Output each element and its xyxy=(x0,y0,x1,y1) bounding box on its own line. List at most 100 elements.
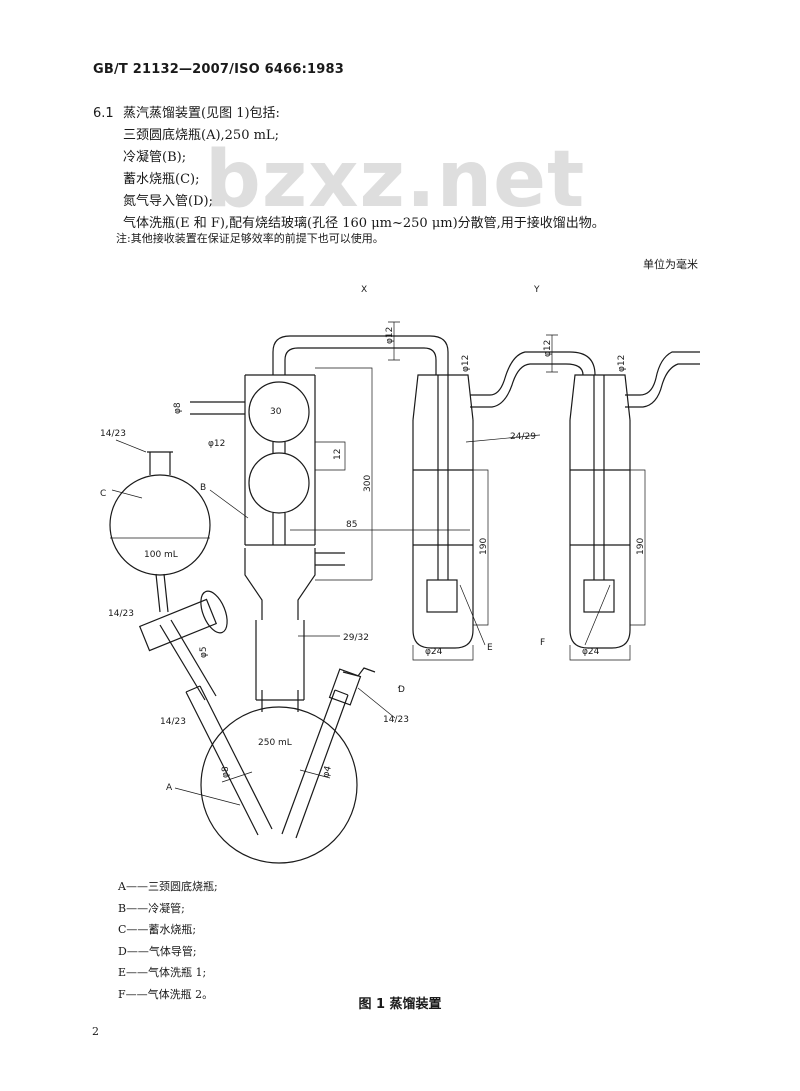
exit-tube xyxy=(625,351,700,408)
flask-left-neck xyxy=(185,685,273,836)
dim-d12-side: φ12 xyxy=(208,439,225,449)
connector-tube-inner xyxy=(470,363,584,408)
dim-190-e: 190 xyxy=(479,538,489,555)
right-joint xyxy=(328,668,362,706)
section-item: 三颈圆底烧瓶(A),250 mL; xyxy=(123,128,279,143)
dim-d12-d: φ12 xyxy=(617,355,627,372)
volume-100: 100 mL xyxy=(144,550,178,560)
dim-d24-e: φ24 xyxy=(425,647,443,657)
dim-12-gap: 12 xyxy=(333,449,343,460)
dim-30: 30 xyxy=(270,407,282,417)
dim-12-c-line xyxy=(546,334,558,373)
dim-300: 300 xyxy=(363,475,373,492)
figure-caption: 图 1 蒸馏装置 xyxy=(358,997,442,1012)
dim-d12-a: φ12 xyxy=(385,327,395,344)
leaders-left xyxy=(111,439,249,519)
sintered-disc-f xyxy=(583,579,615,613)
joint-29-32: 29/32 xyxy=(343,633,369,643)
stopcock xyxy=(138,598,218,652)
legend-item: F——气体洗瓶 2。 xyxy=(118,987,214,1001)
volume-250: 250 mL xyxy=(258,738,292,748)
reservoir-stem xyxy=(155,573,169,613)
joint-14-23-stop: 14/23 xyxy=(108,609,134,619)
dim-190-f-line xyxy=(630,469,646,626)
section-item: 冷凝管(B); xyxy=(123,150,187,165)
sintered-disc-e xyxy=(426,579,458,613)
legend-item: B——冷凝管; xyxy=(118,901,185,915)
leaders-bottom xyxy=(174,685,401,806)
dim-d4: φ4 xyxy=(321,765,334,779)
label-e: E xyxy=(487,643,493,653)
condenser-jacket-b xyxy=(244,374,316,546)
reservoir-neck xyxy=(147,451,173,475)
dimension-lines xyxy=(111,321,646,806)
condenser-bulb-upper xyxy=(248,381,310,443)
section-6-1: 6.1 蒸汽蒸馏装置(见图 1)包括: 三颈圆底烧瓶(A),250 mL; 冷凝… xyxy=(93,103,733,235)
dim-12-line xyxy=(315,441,346,471)
note: 注:其他接收装置在保证足够效率的前提下也可以使用。 xyxy=(116,232,384,245)
stopcock-handle xyxy=(200,590,228,634)
dispersion-tube-e xyxy=(437,375,449,580)
label-d: D xyxy=(398,685,405,695)
dim-190-f: 190 xyxy=(636,538,646,555)
section-number: 6.1 xyxy=(93,106,114,121)
label-b: B xyxy=(200,483,206,493)
legend-item: D——气体导管; xyxy=(118,944,197,958)
flask-right-neck xyxy=(281,689,349,839)
figure-legend: A——三颈圆底烧瓶; B——冷凝管; C——蓄水烧瓶; D——气体导管; E——… xyxy=(118,876,218,1005)
joint-14-23-right: 14/23 xyxy=(383,715,409,725)
wash-bottle-e-bands xyxy=(413,469,473,546)
dim-300-line xyxy=(315,367,373,581)
dim-24-f-line xyxy=(569,645,631,661)
label-a: A xyxy=(166,783,173,793)
unit-note: 单位为毫米 xyxy=(643,258,698,271)
section-item: 氮气导入管(D); xyxy=(123,194,213,209)
flask-center-neck xyxy=(261,690,299,712)
leaders-misc xyxy=(221,635,340,783)
dim-24-e-line xyxy=(412,645,474,661)
dim-d24-f: φ24 xyxy=(582,647,600,657)
wash-bottle-f-joint xyxy=(569,374,631,421)
wash-bottle-f-bands xyxy=(570,469,630,546)
dim-85: 85 xyxy=(346,520,357,530)
view-y-label: Y xyxy=(533,285,540,295)
dim-d8-top: φ8 xyxy=(173,402,183,414)
connector-tube-outer xyxy=(470,351,596,396)
wash-bottle-e-joint xyxy=(412,374,474,421)
condenser-lower-port xyxy=(315,552,345,566)
joint-14-23-top: 14/23 xyxy=(100,429,126,439)
legend-item: A——三颈圆底烧瓶; xyxy=(118,880,218,893)
condenser-lower xyxy=(244,548,316,620)
left-tube xyxy=(159,619,217,701)
dim-190-e-line xyxy=(473,469,489,626)
vapour-tube-inner xyxy=(284,347,437,375)
condenser-upper-port xyxy=(190,401,245,415)
dim-d12-b: φ12 xyxy=(461,355,471,372)
dispersion-tube-f xyxy=(593,375,605,580)
dim-d5: φ5 xyxy=(199,646,209,658)
section-title: 蒸汽蒸馏装置(见图 1)包括: xyxy=(123,106,280,121)
page-number: 2 xyxy=(92,1025,99,1038)
view-x-label: X xyxy=(361,285,367,295)
legend-item: C——蓄水烧瓶; xyxy=(118,923,197,936)
wash-bottle-e xyxy=(412,420,474,649)
legend-item: E——气体洗瓶 1; xyxy=(118,966,207,979)
dim-d12-c: φ12 xyxy=(543,340,553,357)
vapour-tube-outer xyxy=(272,335,449,375)
section-items: 三颈圆底烧瓶(A),250 mL; 冷凝管(B); 蓄水烧瓶(C); 氮气导入管… xyxy=(123,125,733,235)
joint-29-32-shape xyxy=(255,620,305,701)
dim-d8-bottom: φ8 xyxy=(221,766,231,778)
joint-14-23-left: 14/23 xyxy=(160,717,186,727)
section-item: 气体洗瓶(E 和 F),配有烧结玻璃(孔径 160 μm~250 μm)分散管,… xyxy=(123,216,605,231)
joint-24-29: 24/29 xyxy=(510,432,536,442)
leaders-right xyxy=(459,434,611,646)
condenser-inner-tube xyxy=(272,442,286,545)
three-neck-flask-a xyxy=(200,706,358,864)
section-item: 蓄水烧瓶(C); xyxy=(123,172,200,187)
gas-inlet-d xyxy=(342,667,376,677)
label-c: C xyxy=(100,489,106,499)
label-f: F xyxy=(540,638,545,648)
condenser-bulb-lower xyxy=(248,452,310,514)
apparatus-drawing xyxy=(109,335,700,864)
